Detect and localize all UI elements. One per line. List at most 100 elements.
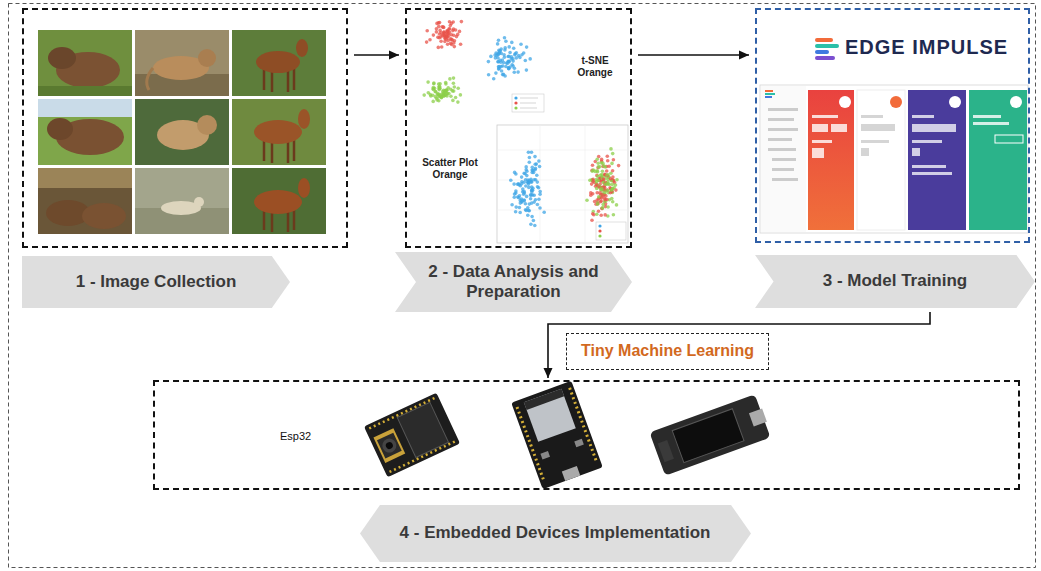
edge-impulse-screenshot xyxy=(839,96,851,108)
data-point xyxy=(522,171,526,175)
edge-impulse-logo-icon xyxy=(815,38,833,42)
tsne-plot xyxy=(412,12,548,115)
data-point xyxy=(453,85,457,89)
esp32-cam-board xyxy=(364,393,460,478)
esp32-devkit-board xyxy=(540,451,550,459)
band-shape xyxy=(360,505,751,562)
connector xyxy=(544,312,931,378)
edge-impulse-logo-icon xyxy=(815,50,829,54)
data-point xyxy=(505,61,509,65)
band-text-box: 1 - Image Collection xyxy=(76,272,237,292)
data-point xyxy=(529,197,533,201)
arrowhead xyxy=(739,51,749,60)
animal-photo-grid xyxy=(135,30,229,96)
data-point xyxy=(528,180,532,184)
data-point xyxy=(516,70,520,74)
data-point xyxy=(448,27,452,31)
data-point xyxy=(530,215,534,219)
data-point xyxy=(492,77,496,81)
data-point xyxy=(529,222,533,226)
data-point xyxy=(450,22,454,26)
animal-photo-grid xyxy=(38,30,132,96)
data-point xyxy=(518,194,522,198)
data-point xyxy=(447,27,451,31)
data-point xyxy=(438,36,442,40)
data-point xyxy=(599,214,603,218)
data-point xyxy=(600,196,604,200)
data-point xyxy=(440,25,444,29)
edge-impulse-screenshot xyxy=(861,115,895,156)
data-point xyxy=(537,186,541,190)
data-point xyxy=(453,45,457,49)
data-point xyxy=(454,28,458,32)
band-text-box: 3 - Model Training xyxy=(823,271,968,291)
tsne-plot xyxy=(520,98,538,99)
animal-photo-grid xyxy=(298,178,310,198)
data-point xyxy=(512,47,516,51)
edge-impulse-screenshot xyxy=(768,108,798,181)
data-point xyxy=(447,32,451,36)
data-point xyxy=(524,59,528,63)
connector xyxy=(638,51,749,60)
edge-impulse-screenshot xyxy=(912,172,952,175)
data-point xyxy=(489,55,493,59)
scatter-plot xyxy=(509,147,620,227)
animal-photo-grid xyxy=(147,68,153,90)
edge-impulse-screenshot xyxy=(949,96,961,108)
animal-photo-grid xyxy=(135,168,229,234)
data-point xyxy=(615,178,619,182)
data-point xyxy=(617,164,621,168)
step-label: 4 - Embedded Devices Implementation xyxy=(400,523,711,543)
tsne-plot xyxy=(520,98,538,108)
data-point xyxy=(605,169,609,173)
data-point xyxy=(525,68,529,72)
data-point xyxy=(611,169,615,173)
data-point xyxy=(605,198,609,202)
data-point xyxy=(444,37,448,41)
esp32-cam-board xyxy=(390,442,455,472)
arrowhead xyxy=(389,51,399,60)
stage-node: 4 - Embedded Devices Implementation xyxy=(153,380,1020,562)
data-point xyxy=(538,165,542,169)
edge-impulse-screenshot xyxy=(760,85,1028,233)
data-point xyxy=(503,36,507,40)
edge-impulse-screenshot xyxy=(765,90,773,92)
edge-impulse-screenshot xyxy=(973,115,1001,118)
edge-impulse-screenshot xyxy=(761,86,806,232)
step-band: 3 - Model Training xyxy=(755,255,1035,308)
data-point xyxy=(532,194,536,198)
edge-impulse-screenshot xyxy=(890,96,902,108)
edge-impulse-screenshot xyxy=(812,124,828,132)
data-point xyxy=(615,203,619,207)
scatter-plot xyxy=(497,125,628,243)
connector-line xyxy=(638,54,749,56)
data-point xyxy=(595,213,599,217)
data-point xyxy=(426,80,430,84)
data-point xyxy=(610,162,614,166)
animal-photo-grid xyxy=(232,168,326,234)
scatter-plot xyxy=(596,222,626,240)
data-point xyxy=(440,95,444,99)
edge-impulse-screenshot xyxy=(857,90,905,230)
data-point xyxy=(592,213,596,217)
data-point xyxy=(518,206,522,210)
ttgo-display-board xyxy=(672,409,744,463)
animal-photo-grid xyxy=(293,68,296,90)
animal-photo-grid xyxy=(287,210,290,232)
animal-photo-grid xyxy=(38,99,132,117)
data-point xyxy=(428,38,432,42)
data-point xyxy=(596,161,600,165)
animal-photo-grid xyxy=(271,70,274,92)
step-band: 2 - Data Analysis and Preparation xyxy=(395,252,632,312)
data-point xyxy=(449,95,453,99)
data-point xyxy=(605,173,609,177)
data-point xyxy=(521,187,525,191)
animal-photo-grid xyxy=(263,68,266,90)
data-point xyxy=(455,35,459,39)
data-point xyxy=(431,100,435,104)
ttgo-display-board xyxy=(650,394,773,476)
data-point xyxy=(612,158,616,162)
edge-impulse-screenshot xyxy=(861,148,869,156)
animal-photo-grid xyxy=(287,141,290,163)
esp32-devkit-board xyxy=(574,439,584,447)
